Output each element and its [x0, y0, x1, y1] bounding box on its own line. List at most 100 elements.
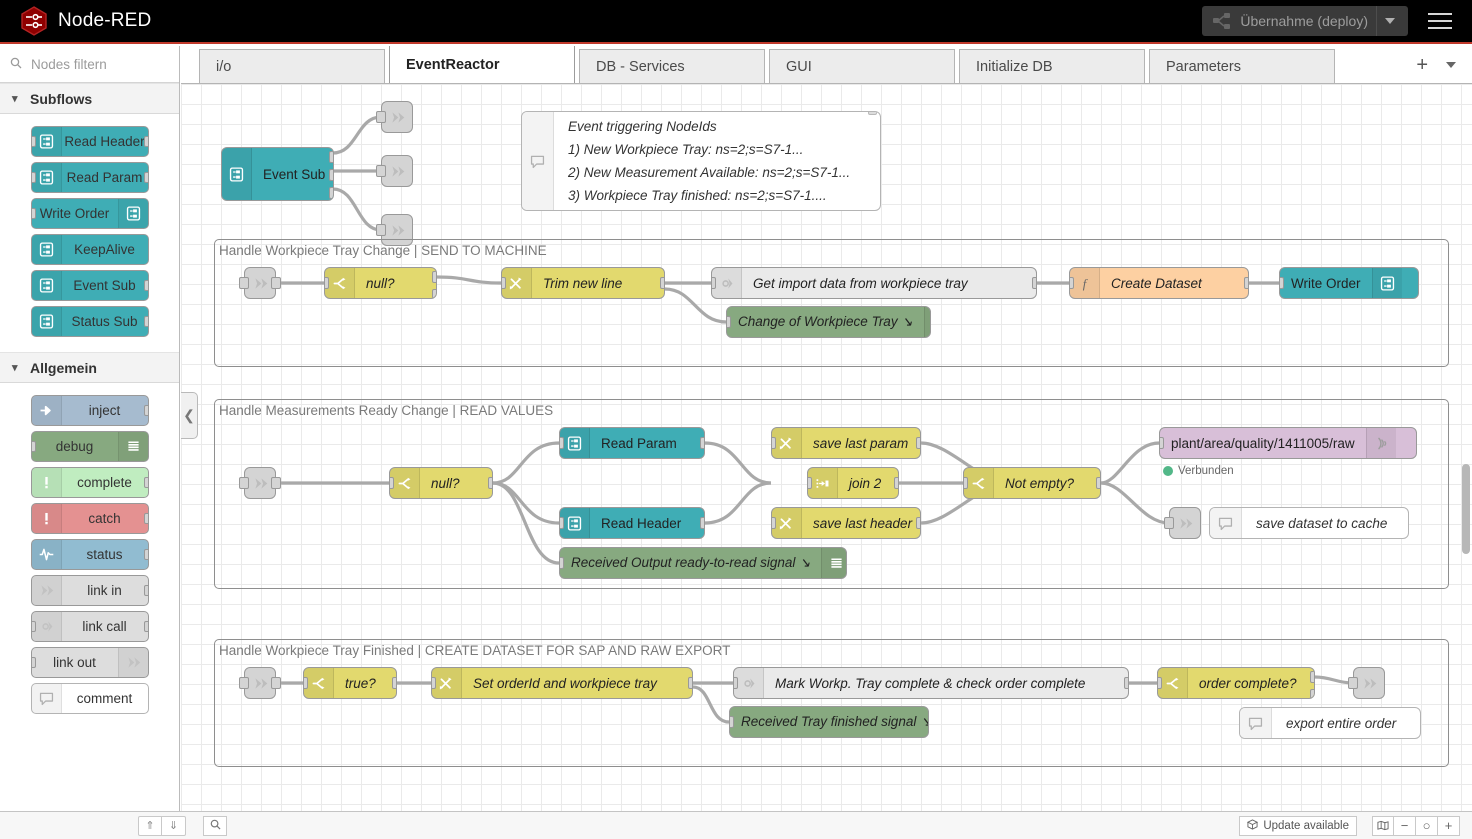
output-port-3[interactable]	[329, 187, 333, 199]
flow-list-chevron-down-icon[interactable]	[1446, 62, 1456, 68]
palette-node-status[interactable]: status	[30, 539, 149, 570]
output-port[interactable]	[271, 477, 281, 489]
output-port-1[interactable]	[432, 271, 436, 283]
output-port-1[interactable]	[1124, 677, 1128, 689]
node-link-out-3[interactable]	[376, 214, 413, 246]
node-link-out-1[interactable]	[376, 101, 413, 133]
input-port[interactable]	[727, 316, 731, 328]
palette-node-write-order[interactable]: Write Order	[30, 198, 149, 229]
canvas-search-button[interactable]	[203, 815, 227, 836]
palette-node-read-param[interactable]: Read Param	[30, 162, 149, 193]
output-port-2[interactable]	[329, 169, 333, 181]
input-port[interactable]	[304, 677, 308, 689]
node-get-import-data-from-workpiece-tray[interactable]: Get import data from workpiece tray	[711, 267, 1037, 299]
group-box-1[interactable]	[214, 239, 1449, 367]
input-port[interactable]	[239, 477, 249, 489]
output-port-1[interactable]	[329, 151, 333, 163]
output-port[interactable]	[143, 477, 148, 488]
node-null-[interactable]: null?	[324, 267, 437, 299]
input-port[interactable]	[772, 437, 776, 449]
input-port[interactable]	[1160, 437, 1164, 449]
input-port[interactable]	[31, 657, 36, 668]
output-port[interactable]	[271, 677, 281, 689]
zoom-out-button[interactable]: −	[1394, 815, 1416, 836]
output-port-1[interactable]	[916, 517, 920, 529]
output-port-1[interactable]	[894, 477, 898, 489]
output-port-1[interactable]	[916, 437, 920, 449]
node-write-order[interactable]: Write Order	[1279, 267, 1419, 299]
group-box-2[interactable]	[214, 399, 1449, 589]
input-port[interactable]	[1164, 517, 1174, 529]
node-link-in-2[interactable]	[239, 467, 281, 499]
output-port-1[interactable]	[700, 437, 704, 449]
output-port-1[interactable]	[1310, 671, 1314, 683]
output-port[interactable]	[143, 513, 148, 524]
comment-node-export-order[interactable]: export entire order	[1239, 707, 1421, 739]
input-port[interactable]	[560, 517, 564, 529]
node-link-in-3[interactable]	[239, 667, 281, 699]
input-port[interactable]	[1070, 277, 1074, 289]
output-port-1[interactable]	[660, 277, 664, 289]
input-port[interactable]	[730, 716, 734, 728]
node-read-header[interactable]: Read Header	[559, 507, 705, 539]
palette-node-keepalive[interactable]: KeepAlive	[30, 234, 149, 265]
output-port-1[interactable]	[1032, 277, 1036, 289]
node-mark-workp-tray-complete-check-order-complete[interactable]: Mark Workp. Tray complete & check order …	[733, 667, 1129, 699]
input-port[interactable]	[964, 477, 968, 489]
tab-eventreactor[interactable]: EventReactor	[389, 46, 575, 83]
tab-gui[interactable]: GUI	[769, 49, 955, 83]
palette-node-status-sub[interactable]: Status Sub	[30, 306, 149, 337]
input-port[interactable]	[31, 441, 36, 452]
output-port-1[interactable]	[688, 677, 692, 689]
input-port[interactable]	[31, 136, 36, 147]
node-trim-new-line[interactable]: Trim new line	[501, 267, 665, 299]
output-port-1[interactable]	[488, 477, 492, 489]
input-port[interactable]	[808, 477, 812, 489]
input-port[interactable]	[772, 517, 776, 529]
input-port[interactable]	[1280, 277, 1284, 289]
input-port[interactable]	[712, 277, 716, 289]
input-port[interactable]	[560, 437, 564, 449]
input-port[interactable]	[31, 172, 36, 183]
input-port[interactable]	[1158, 677, 1162, 689]
palette-node-read-header[interactable]: Read Header	[30, 126, 149, 157]
palette-node-event-sub[interactable]: Event Sub	[30, 270, 149, 301]
node-link-out-4[interactable]	[1164, 507, 1201, 539]
comment-node-save-dataset[interactable]: save dataset to cache	[1209, 507, 1409, 539]
search-input[interactable]	[29, 55, 169, 73]
input-port[interactable]	[734, 677, 738, 689]
add-flow-button[interactable]: +	[1416, 54, 1428, 76]
node-plant-area-quality-1411005-raw[interactable]: plant/area/quality/1411005/raw	[1159, 427, 1417, 459]
tab-i-o[interactable]: i/o	[199, 49, 385, 83]
output-port[interactable]	[143, 280, 148, 291]
palette-collapse-button[interactable]: ❮	[181, 392, 198, 439]
zoom-reset-button[interactable]: ○	[1416, 815, 1438, 836]
node-read-param[interactable]: Read Param	[559, 427, 705, 459]
input-port[interactable]	[502, 277, 506, 289]
zoom-in-button[interactable]: +	[1438, 815, 1460, 836]
output-port[interactable]	[143, 621, 148, 632]
collapse-all-button[interactable]: ⇑	[138, 815, 162, 836]
output-port-2[interactable]	[1310, 689, 1314, 698]
node-received-tray-finished-signal-[interactable]: Received Tray finished signal ↘	[729, 706, 929, 738]
palette-node-link-out[interactable]: link out	[30, 647, 149, 678]
palette-category-subflows[interactable]: ▾ Subflows	[0, 83, 179, 114]
group-box-3[interactable]	[214, 639, 1449, 767]
input-port[interactable]	[560, 557, 564, 569]
input-port[interactable]	[376, 111, 386, 123]
palette-node-inject[interactable]: inject	[30, 395, 149, 426]
palette-node-comment[interactable]: comment	[30, 683, 149, 714]
node-not-empty-[interactable]: Not empty?	[963, 467, 1101, 499]
palette-node-link-in[interactable]: link in	[30, 575, 149, 606]
input-port[interactable]	[239, 277, 249, 289]
palette-search[interactable]	[0, 46, 179, 83]
palette-node-catch[interactable]: catch	[30, 503, 149, 534]
input-port[interactable]	[1348, 677, 1358, 689]
input-port[interactable]	[376, 165, 386, 177]
input-port[interactable]	[325, 277, 329, 289]
output-port-2[interactable]	[432, 289, 436, 298]
palette-node-complete[interactable]: complete	[30, 467, 149, 498]
